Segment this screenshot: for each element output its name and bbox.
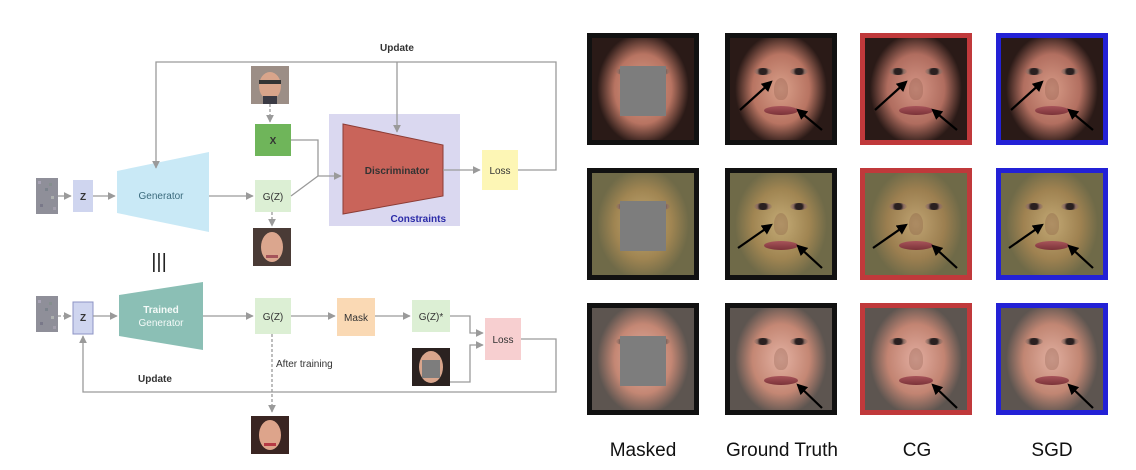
inpainted-result-thumbnail (251, 416, 289, 454)
x-label: X (270, 136, 277, 147)
constraints-label: Constraints (390, 214, 446, 225)
real-image-thumbnail (251, 66, 289, 104)
loss-label-top: Loss (489, 166, 510, 177)
ground-truth-face-row-3 (725, 303, 837, 415)
sgd-face-row-3 (996, 303, 1108, 415)
arrow-target-loss (450, 341, 484, 383)
discriminator-label: Discriminator (365, 166, 430, 177)
after-training-label: After training (276, 359, 333, 370)
x-box (255, 124, 291, 156)
arrow-x-discriminator (291, 139, 342, 180)
trained-generator-label-2: Generator (138, 318, 184, 329)
loss-box-bottom (485, 318, 521, 360)
gz-box-top (255, 180, 291, 212)
column-label-masked: Masked (609, 440, 677, 461)
gz-masked-label: G(Z)* (419, 312, 444, 323)
gz-masked-box (412, 300, 450, 332)
cg-face-row-2 (860, 168, 972, 280)
arrow-update-z (79, 335, 557, 393)
ground-truth-face-row-2 (725, 168, 837, 280)
z-label-bottom: Z (80, 313, 86, 324)
column-label-sgd: SGD (1031, 440, 1073, 461)
column-label-cg: CG (902, 440, 932, 461)
gz-box-bottom (255, 298, 291, 334)
masked-face-row-1 (587, 33, 699, 145)
z-label-top: Z (80, 192, 86, 203)
equivalence-symbol: ||| (151, 251, 167, 273)
masked-face-row-2 (587, 168, 699, 280)
update-label-top: Update (380, 43, 414, 54)
gz-label-bottom: G(Z) (263, 312, 284, 323)
gan-inpainting-diagram: Constraints Discriminator Generator Z X … (36, 43, 557, 454)
mask-label: Mask (344, 313, 369, 324)
generated-image-thumbnail (253, 228, 291, 266)
column-label-ground-truth: Ground Truth (726, 440, 838, 461)
arrow-gz-discriminator (290, 175, 319, 197)
trained-generator-block (119, 282, 203, 350)
masked-target-thumbnail (412, 348, 450, 386)
z-box-top (73, 180, 93, 212)
arrow-gz-masked-loss (450, 315, 484, 337)
loss-box-top (482, 150, 518, 190)
arrow-update-generator (152, 61, 557, 171)
masked-face-row-3 (587, 303, 699, 415)
loss-label-bottom: Loss (492, 335, 513, 346)
cg-face-row-3 (860, 303, 972, 415)
trained-generator-label-1: Trained (143, 305, 179, 316)
sgd-face-row-2 (996, 168, 1108, 280)
z-box-bottom (72, 301, 94, 335)
generator-label: Generator (138, 191, 184, 202)
discriminator-block (342, 123, 444, 215)
mask-box (337, 298, 375, 336)
update-label-bottom: Update (138, 374, 172, 385)
gz-label-top: G(Z) (263, 192, 284, 203)
generator-block (117, 152, 209, 232)
sgd-face-row-1 (996, 33, 1108, 145)
